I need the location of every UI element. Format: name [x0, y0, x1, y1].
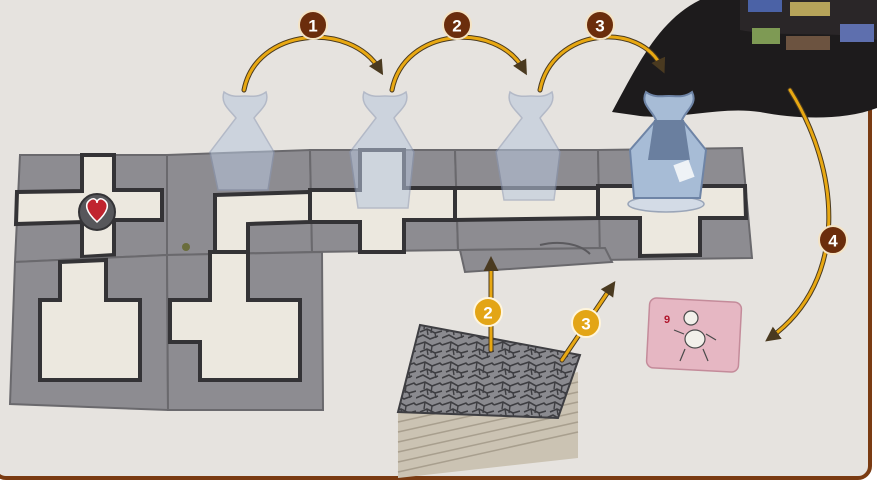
- step-badge-1: 1: [299, 11, 327, 39]
- stack-badge-2: 2: [474, 298, 502, 326]
- step-badge-2-label: 2: [452, 17, 461, 36]
- step-badge-3: 3: [586, 11, 614, 39]
- monster-card-number: 9: [664, 314, 670, 326]
- step-badge-3-label: 3: [595, 17, 604, 36]
- step-badge-1-label: 1: [308, 17, 317, 36]
- stack-badge-3: 3: [572, 309, 600, 337]
- step-badge-4: 4: [819, 226, 847, 254]
- stack-badge-2-label: 2: [483, 304, 492, 323]
- stack-badge-3-label: 3: [581, 315, 590, 334]
- monster-card: 9: [646, 298, 742, 373]
- tile-lower-left: [10, 255, 168, 410]
- step-badge-2: 2: [443, 11, 471, 39]
- tile-lower-right: [167, 252, 323, 410]
- step-badge-4-label: 4: [828, 232, 838, 251]
